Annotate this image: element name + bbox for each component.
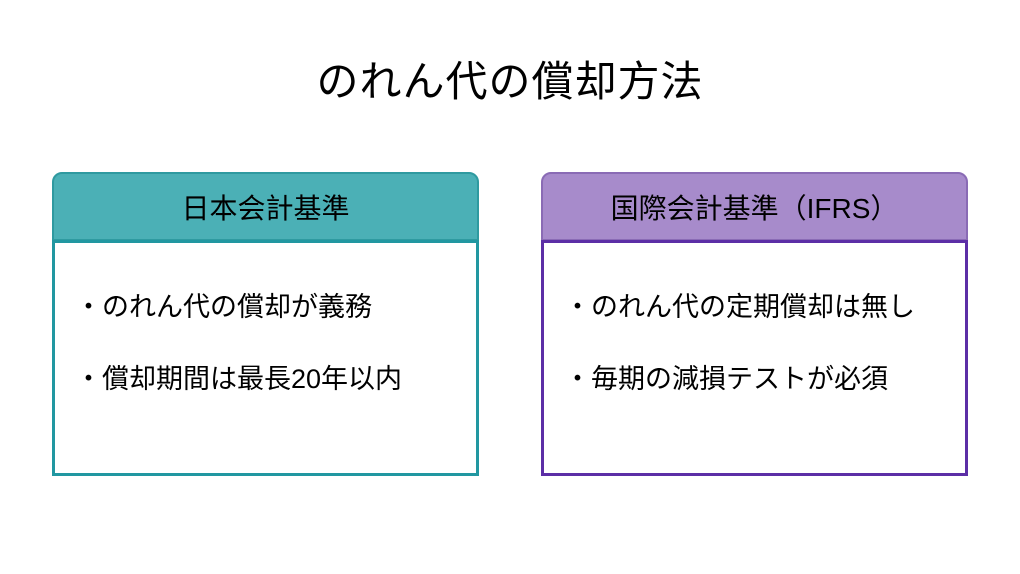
jp-standard-body: ・のれん代の償却が義務 ・償却期間は最長20年以内 bbox=[52, 240, 479, 476]
ifrs-standard-body: ・のれん代の定期償却は無し ・毎期の減損テストが必須 bbox=[541, 240, 968, 476]
list-item: ・のれん代の定期償却は無し bbox=[564, 292, 915, 322]
comparison-panels: 日本会計基準 ・のれん代の償却が義務 ・償却期間は最長20年以内 国際会計基準（… bbox=[52, 172, 968, 476]
list-item: ・償却期間は最長20年以内 bbox=[75, 364, 403, 395]
jp-standard-header: 日本会計基準 bbox=[52, 172, 479, 241]
list-item: ・毎期の減損テストが必須 bbox=[564, 364, 888, 395]
list-item: ・のれん代の償却が義務 bbox=[75, 292, 372, 322]
page-title: のれん代の償却方法 bbox=[316, 58, 704, 105]
jp-standard-panel: 日本会計基準 ・のれん代の償却が義務 ・償却期間は最長20年以内 bbox=[52, 172, 479, 476]
ifrs-standard-header: 国際会計基準（IFRS） bbox=[541, 172, 968, 241]
ifrs-standard-panel: 国際会計基準（IFRS） ・のれん代の定期償却は無し ・毎期の減損テストが必須 bbox=[541, 172, 968, 476]
